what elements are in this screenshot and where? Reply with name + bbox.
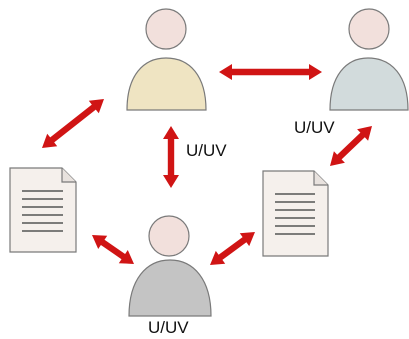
person-right-icon <box>329 8 409 111</box>
person-bottom-head <box>148 215 190 257</box>
document-left-fold <box>61 168 76 183</box>
label-right: U/UV <box>294 118 335 137</box>
person-top-icon <box>126 8 207 111</box>
document-right-text-lines <box>275 193 315 235</box>
person-top-head <box>145 8 187 50</box>
label-center: U/UV <box>186 141 227 160</box>
label-bottom: U/UV <box>148 318 189 337</box>
arrow-top-to-left-doc <box>42 99 104 148</box>
person-bottom-icon <box>128 215 212 317</box>
arrows-group <box>42 64 372 265</box>
person-right-body <box>329 57 409 111</box>
document-right-icon <box>262 170 329 257</box>
arrow-right-doc-to-bottom <box>210 232 255 265</box>
arrow-top-to-right <box>219 64 322 80</box>
person-top-body <box>126 57 207 111</box>
document-right-fold <box>313 171 328 186</box>
person-right-head <box>348 8 390 50</box>
person-bottom-body <box>128 259 212 317</box>
arrow-right-to-right-doc <box>330 126 372 166</box>
document-left-icon <box>9 167 77 253</box>
document-left-text-lines <box>22 190 63 232</box>
arrow-left-doc-to-bottom <box>92 235 134 264</box>
arrow-top-to-bottom <box>163 126 179 188</box>
